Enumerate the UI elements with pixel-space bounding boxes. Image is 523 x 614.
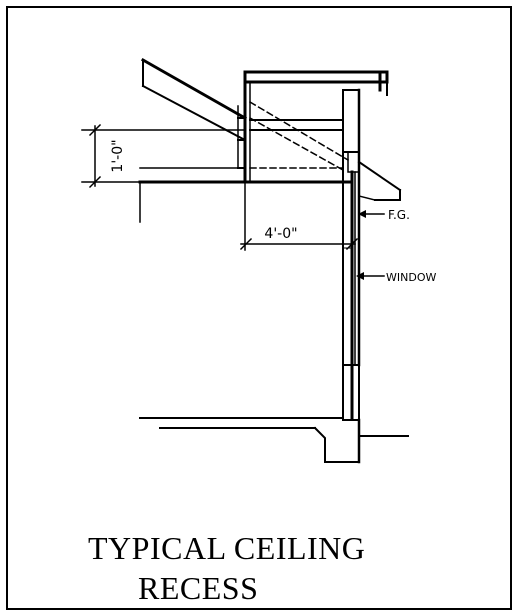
wall-section: [342, 88, 361, 464]
dimension-horizontal-label: 4'-0": [264, 226, 297, 242]
dimension-horizontal: [239, 181, 359, 251]
roof-rafter: [140, 57, 248, 142]
hidden-lines: [248, 100, 350, 172]
foundation: [139, 417, 409, 463]
dimension-vertical-label: 1'-0": [110, 139, 126, 172]
window-head: [357, 160, 402, 201]
drawing-border: [6, 6, 512, 610]
roof-beam: [243, 70, 389, 96]
window-arrowhead: [356, 272, 364, 280]
drawing-title-line1: TYPICAL CEILING: [88, 530, 366, 566]
fg-callout-label: F.G.: [388, 208, 410, 222]
fg-arrowhead: [358, 210, 366, 218]
window-callout-label: WINDOW: [386, 271, 436, 284]
leader-lines: [357, 213, 385, 277]
dimension-vertical: [81, 123, 246, 223]
drawing-title-line2: RECESS: [138, 570, 259, 606]
joist-block: [237, 80, 251, 184]
